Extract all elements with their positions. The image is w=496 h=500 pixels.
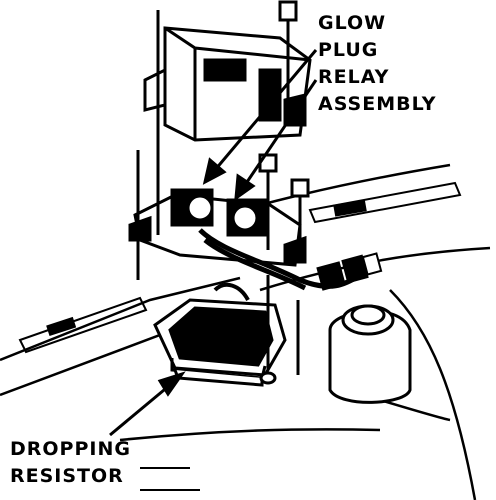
glow-plug-relay-assembly-label: GLOW PLUG RELAY ASSEMBLY bbox=[318, 10, 437, 118]
dropping-resistor bbox=[153, 282, 287, 387]
reservoir-bottle bbox=[328, 304, 412, 404]
fender-rail bbox=[18, 181, 462, 354]
glow-label-line-2: PLUG bbox=[318, 39, 379, 61]
glow-label-line-3: RELAY bbox=[318, 66, 390, 88]
glow-label-line-1: GLOW bbox=[318, 12, 387, 34]
dropping-resistor-label: DROPPING RESISTOR bbox=[10, 436, 131, 490]
harness-connector bbox=[316, 252, 383, 291]
mounting-bolts bbox=[136, 0, 310, 385]
glow-plug-leader-arrows bbox=[202, 49, 318, 202]
label-leader-lines bbox=[140, 467, 200, 491]
resistor-label-line-1: DROPPING bbox=[10, 438, 131, 460]
relay-base bbox=[128, 188, 307, 267]
resistor-label-line-2: RESISTOR bbox=[10, 465, 124, 487]
glow-label-line-4: ASSEMBLY bbox=[318, 93, 437, 115]
dropping-resistor-leader-arrow bbox=[109, 371, 186, 437]
